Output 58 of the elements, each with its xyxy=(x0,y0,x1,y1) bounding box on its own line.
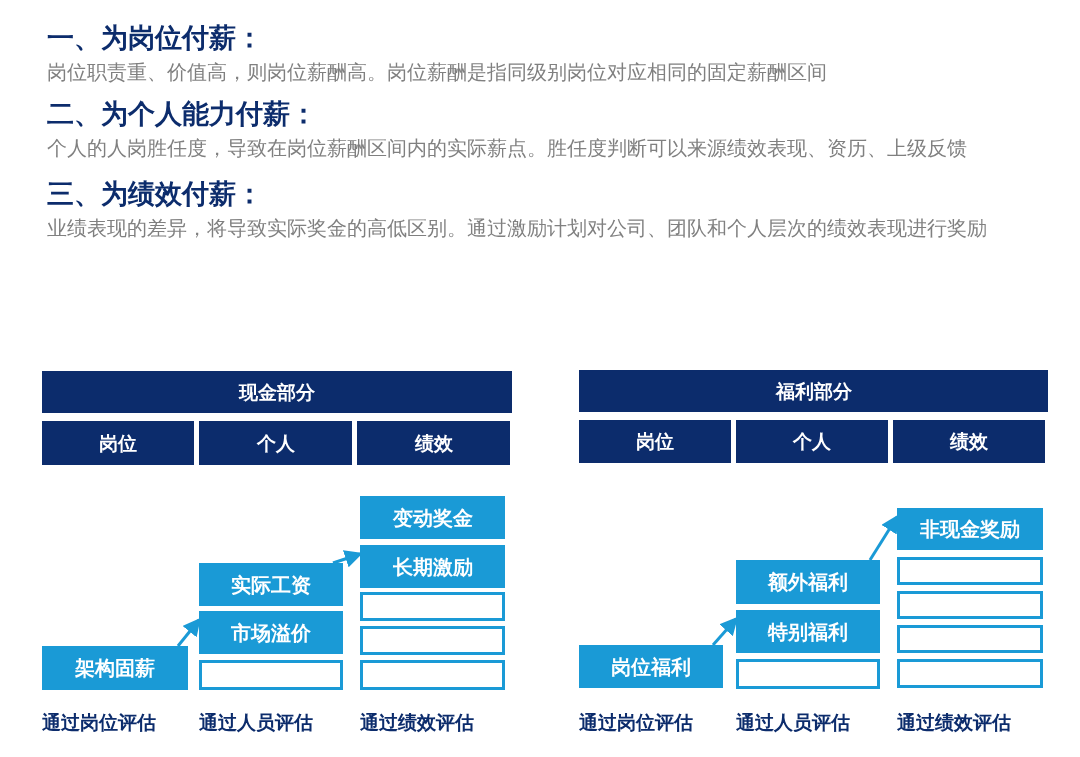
item-box xyxy=(579,645,723,688)
empty-box xyxy=(360,626,505,655)
arrow xyxy=(176,617,201,647)
item-box xyxy=(736,610,880,653)
item-box xyxy=(42,646,188,690)
item-box xyxy=(199,563,343,606)
description-text: 个人的人岗胜任度，导致在岗位薪酬区间内的实际薪点。胜任度判断可以来源绩效表现、资历、上级反馈 xyxy=(47,135,968,162)
description-text: 业绩表现的差异，将导致实际奖金的高低区别。通过激励计划对公司、团队和个人层次的绩效表现进行奖励 xyxy=(47,215,988,242)
box-label: 岗位 xyxy=(636,429,674,455)
arrow xyxy=(868,514,899,561)
column-caption: 通过绩效评估 xyxy=(897,710,1011,735)
box-label: 实际工资 xyxy=(231,571,311,599)
header-bar xyxy=(357,421,510,465)
item-box xyxy=(897,508,1043,550)
empty-box xyxy=(897,625,1043,653)
header-bar xyxy=(579,420,731,463)
section-heading: 三、为绩效付薪： xyxy=(47,177,264,211)
empty-box xyxy=(897,591,1043,619)
header-bar xyxy=(199,421,352,465)
box-label: 个人 xyxy=(793,429,831,455)
box-label: 特别福利 xyxy=(768,618,848,646)
empty-box xyxy=(897,557,1043,585)
item-box xyxy=(736,560,880,604)
column-caption: 通过岗位评估 xyxy=(42,710,156,735)
item-box xyxy=(199,611,343,654)
empty-box xyxy=(199,660,343,690)
box-label: 长期激励 xyxy=(392,553,473,581)
column-caption: 通过岗位评估 xyxy=(579,710,693,735)
empty-box xyxy=(360,592,505,621)
column-caption: 通过绩效评估 xyxy=(360,710,474,735)
header-bar xyxy=(579,370,1048,412)
header-bar xyxy=(42,421,194,465)
box-label: 市场溢价 xyxy=(231,619,311,647)
empty-box xyxy=(736,659,880,689)
box-label: 岗位福利 xyxy=(611,653,691,681)
item-box xyxy=(360,496,505,539)
description-text: 岗位职责重、价值高，则岗位薪酬高。岗位薪酬是指同级别岗位对应相同的固定薪酬区间 xyxy=(47,59,828,86)
column-caption: 通过人员评估 xyxy=(199,710,313,735)
header-bar xyxy=(893,420,1045,463)
column-caption: 通过人员评估 xyxy=(736,710,850,735)
header-bar xyxy=(736,420,888,463)
box-label: 非现金奖励 xyxy=(920,516,1020,543)
box-label: 架构固薪 xyxy=(75,655,155,682)
box-label: 绩效 xyxy=(414,430,453,456)
box-label: 个人 xyxy=(256,430,295,456)
empty-box xyxy=(897,659,1043,688)
header-bar xyxy=(42,371,512,413)
box-label: 现金部分 xyxy=(239,379,315,405)
section-heading: 二、为个人能力付薪： xyxy=(47,97,318,131)
item-box xyxy=(360,545,505,588)
arrow xyxy=(711,616,738,646)
box-label: 岗位 xyxy=(99,430,137,456)
box-label: 福利部分 xyxy=(775,378,852,404)
box-label: 额外福利 xyxy=(768,569,848,596)
box-label: 绩效 xyxy=(950,429,988,455)
box-label: 变动奖金 xyxy=(392,504,473,532)
empty-box xyxy=(360,660,505,690)
section-heading: 一、为岗位付薪： xyxy=(47,21,264,55)
